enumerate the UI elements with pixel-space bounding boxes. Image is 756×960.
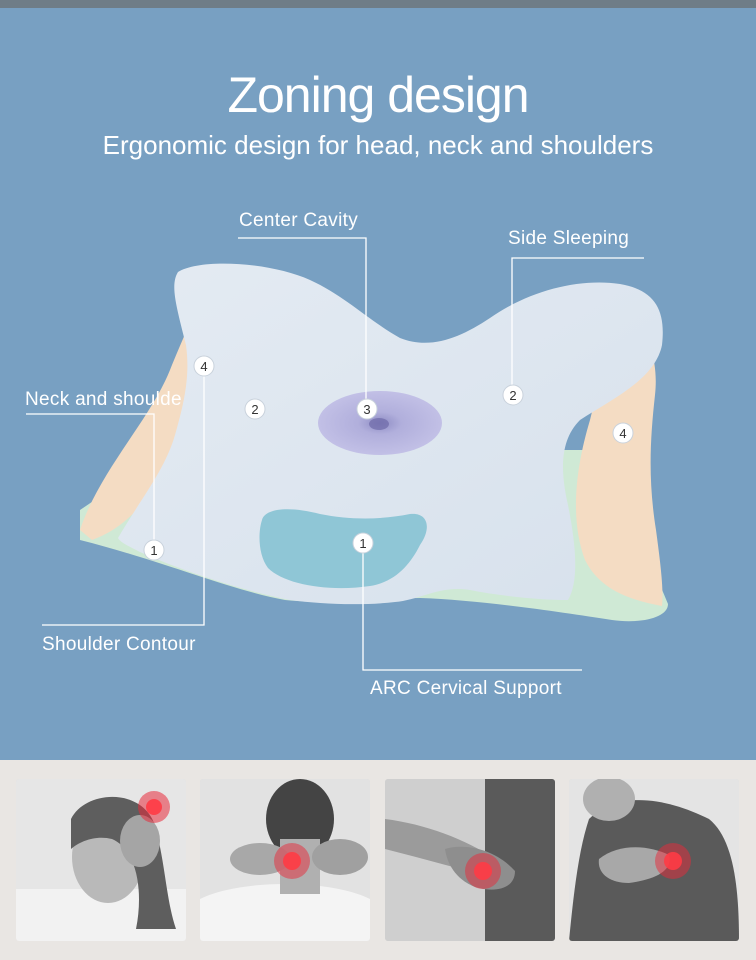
marker-circle-4-right [612, 422, 634, 444]
headache-photo [16, 779, 186, 941]
leader-neck-shoulder [26, 413, 155, 541]
marker-circle-1-center [352, 532, 374, 554]
marker-4-right: 4 [619, 426, 626, 441]
zoning-hero: Zoning design Ergonomic design for head,… [0, 8, 756, 760]
label-neck-shoulder: Neck and shoulde [25, 389, 182, 410]
marker-circle-4-left [193, 355, 215, 377]
shoulder-pain-photo [569, 779, 739, 941]
leader-arc-support [362, 549, 582, 671]
label-side-sleeping: Side Sleeping [508, 228, 630, 249]
page-title: Zoning design [227, 67, 529, 123]
marker-1-left: 1 [150, 543, 157, 558]
leader-center-cavity [238, 237, 367, 402]
neck-pain-photo [200, 779, 370, 941]
label-arc-support: ARC Cervical Support [370, 678, 562, 699]
center-cavity-hole [369, 418, 389, 430]
label-center-cavity: Center Cavity [239, 210, 358, 231]
leader-shoulder-contour [42, 373, 205, 626]
marker-3: 3 [363, 402, 370, 417]
arc-support [259, 509, 427, 589]
marker-4-left: 4 [200, 359, 207, 374]
arm-pain-photo [385, 779, 555, 941]
marker-circle-1-left [143, 539, 165, 561]
marker-circle-2-right [502, 384, 524, 406]
marker-2-right: 2 [509, 388, 516, 403]
neck-zone-left [80, 300, 210, 540]
label-shoulder-contour: Shoulder Contour [42, 634, 196, 655]
top-strip [0, 0, 756, 8]
leader-side-sleeping [511, 257, 644, 387]
page-subtitle: Ergonomic design for head, neck and shou… [102, 130, 654, 160]
marker-circle-3 [356, 398, 378, 420]
marker-1-center: 1 [359, 536, 366, 551]
marker-circle-2-left [244, 398, 266, 420]
pain-photo-strip [0, 760, 756, 960]
pillow-illustration: 3 2 2 4 4 1 1 [26, 237, 668, 671]
marker-2-left: 2 [251, 402, 258, 417]
